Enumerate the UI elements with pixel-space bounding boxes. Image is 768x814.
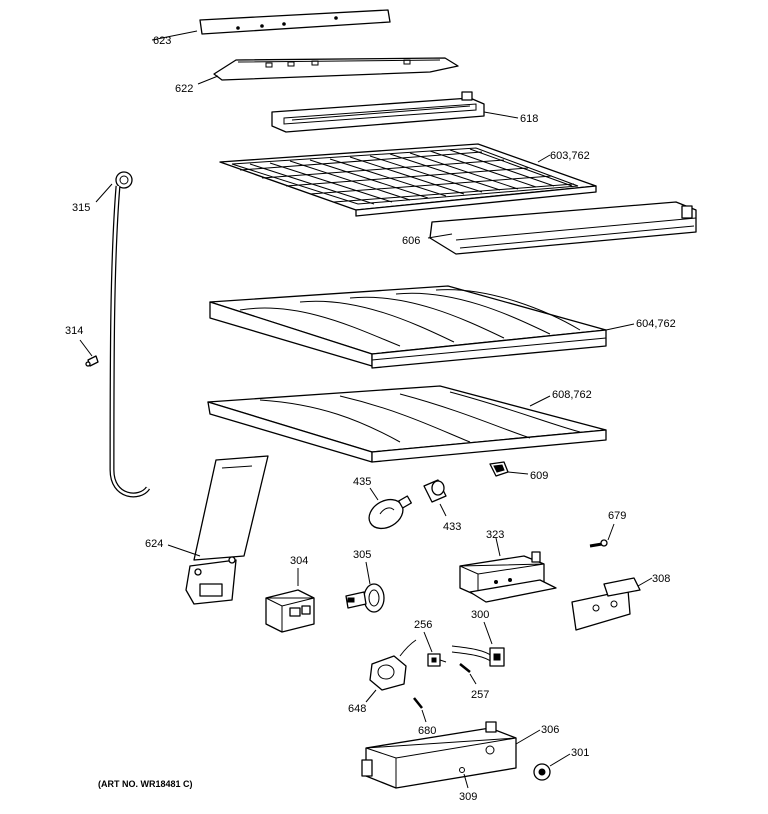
callout-435: 435 (353, 476, 371, 488)
callout-257: 257 (471, 689, 489, 701)
part-315-drain-tube (95, 171, 151, 498)
callout-604: 604,762 (636, 318, 676, 330)
part-679-screw (589, 523, 615, 548)
callout-608: 608,762 (552, 389, 592, 401)
callout-622: 622 (175, 83, 193, 95)
callout-314: 314 (65, 325, 83, 337)
callout-606: 606 (402, 235, 420, 247)
part-300-thermostat (451, 621, 505, 667)
callout-433: 433 (443, 521, 461, 533)
part-608-shelf-cover (207, 385, 607, 463)
part-603-wire-shelf (219, 143, 597, 217)
part-618-light-shield (271, 91, 519, 133)
callout-323: 323 (486, 529, 504, 541)
part-624-control-panel (167, 455, 269, 605)
callout-315: 315 (72, 202, 90, 214)
callout-300: 300 (471, 609, 489, 621)
callout-648: 648 (348, 703, 366, 715)
part-306-housing (361, 721, 541, 789)
callout-256: 256 (414, 619, 432, 631)
part-606-shelf-trim (427, 201, 697, 255)
part-301-knob (533, 753, 571, 781)
part-609-retainer (489, 461, 529, 477)
callout-609: 609 (530, 470, 548, 482)
part-323-relay-box (459, 537, 557, 603)
callout-309: 309 (459, 791, 477, 803)
callout-679: 679 (608, 510, 626, 522)
callout-308: 308 (652, 573, 670, 585)
callout-624: 624 (145, 538, 163, 550)
part-622-cover (197, 57, 459, 85)
leader-309 (463, 773, 469, 789)
part-257-screw (459, 663, 477, 685)
part-623-bracket (151, 9, 391, 41)
part-435-light-bulb (368, 487, 412, 530)
part-305-timer (345, 561, 385, 613)
part-256-connector (423, 631, 447, 667)
part-680-screw (413, 697, 427, 723)
part-304-switch (265, 568, 315, 633)
callout-305: 305 (353, 549, 371, 561)
art-number: (ART NO. WR18481 C) (98, 779, 193, 789)
callout-603: 603,762 (550, 150, 590, 162)
part-648-motor (365, 639, 417, 703)
callout-618: 618 (520, 113, 538, 125)
callout-301: 301 (571, 747, 589, 759)
part-433-socket (423, 479, 447, 517)
part-604-shelf (209, 285, 635, 369)
callout-306: 306 (541, 724, 559, 736)
callout-304: 304 (290, 555, 308, 567)
part-308-bracket (571, 577, 653, 631)
part-314-clip (79, 339, 99, 367)
callout-623: 623 (153, 35, 171, 47)
callout-680: 680 (418, 725, 436, 737)
